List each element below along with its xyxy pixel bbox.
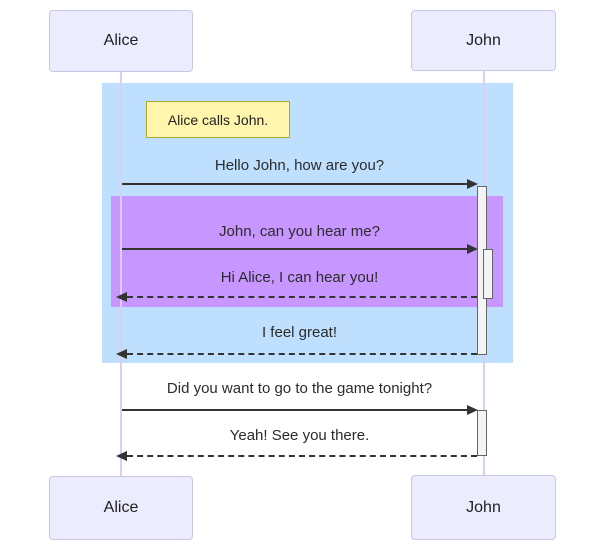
actor-label: John bbox=[466, 31, 501, 49]
arrowhead-right-icon bbox=[467, 179, 478, 189]
message-arrow-1 bbox=[122, 183, 467, 185]
message-arrow-6 bbox=[127, 455, 477, 457]
arrowhead-right-icon bbox=[467, 405, 478, 415]
lifeline-alice bbox=[120, 72, 122, 476]
message-text-3: Hi Alice, I can hear you! bbox=[220, 269, 379, 286]
actor-box-bottom-john: John bbox=[411, 475, 556, 540]
message-arrow-3 bbox=[127, 296, 477, 298]
message-arrow-4 bbox=[127, 353, 477, 355]
arrowhead-right-icon bbox=[467, 244, 478, 254]
actor-box-top-alice: Alice bbox=[49, 10, 193, 72]
actor-label: Alice bbox=[103, 32, 139, 49]
arrowhead-left-icon bbox=[116, 451, 127, 461]
activation-bar-bottom bbox=[477, 410, 487, 456]
arrowhead-left-icon bbox=[116, 349, 127, 359]
message-arrow-5 bbox=[122, 409, 467, 411]
activation-bar-nested bbox=[483, 249, 493, 299]
arrowhead-left-icon bbox=[116, 292, 127, 302]
actor-box-bottom-alice: Alice bbox=[49, 476, 193, 540]
message-arrow-2 bbox=[122, 248, 467, 250]
actor-label: John bbox=[466, 498, 501, 516]
message-text-1: Hello John, how are you? bbox=[214, 157, 385, 174]
message-text-6: Yeah! See you there. bbox=[229, 427, 370, 444]
message-text-5: Did you want to go to the game tonight? bbox=[166, 380, 433, 397]
message-text-4: I feel great! bbox=[261, 324, 338, 341]
note-text: Alice calls John. bbox=[167, 111, 269, 128]
note-box: Alice calls John. bbox=[146, 101, 290, 138]
highlight-rect-inner-purple bbox=[111, 196, 503, 307]
message-text-2: John, can you hear me? bbox=[219, 223, 380, 240]
actor-box-top-john: John bbox=[411, 10, 556, 71]
actor-label: Alice bbox=[103, 499, 139, 516]
